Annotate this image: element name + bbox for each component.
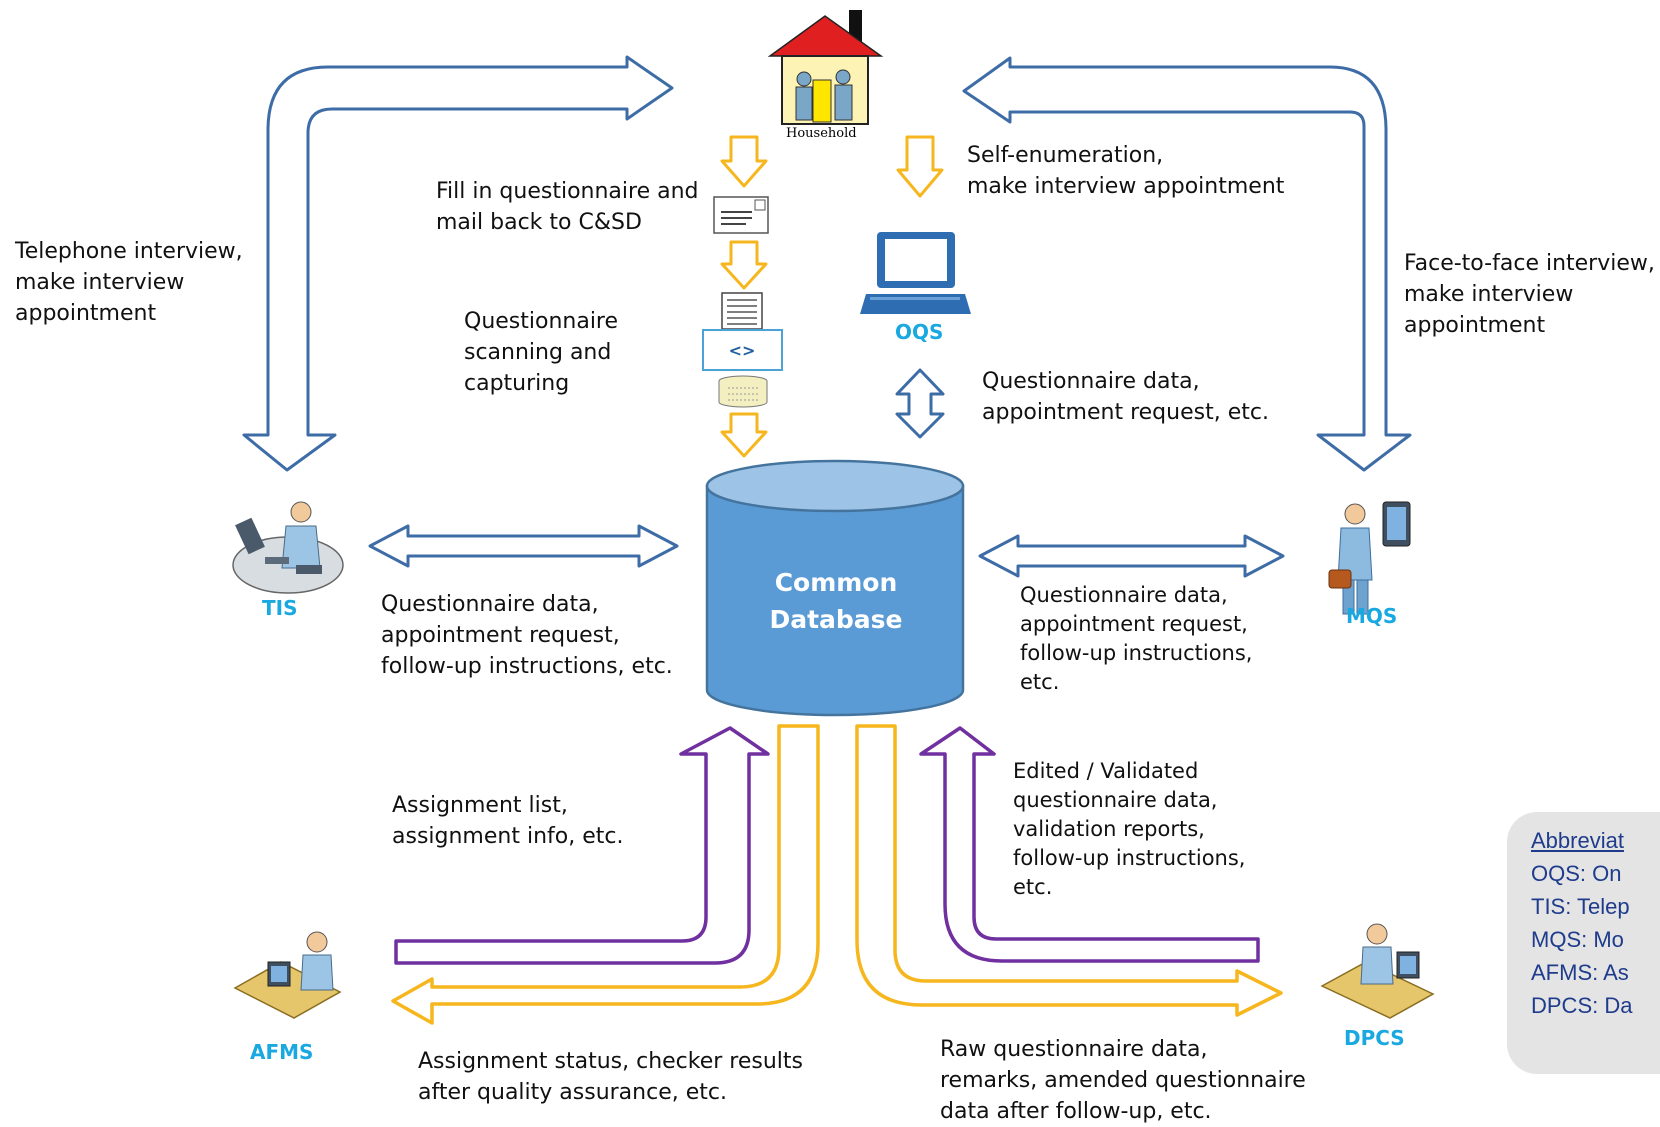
- afms-label: AFMS: [250, 1040, 314, 1064]
- self-enumeration-label: Self-enumeration, make interview appoint…: [967, 143, 1285, 199]
- mail-icon: [713, 196, 769, 234]
- database-title: Common Database: [769, 568, 903, 634]
- scanner-icon: <>: [702, 292, 783, 408]
- arrow-afms-to-database: [394, 726, 770, 965]
- edited-validated-label: Edited / Validated questionnaire data, v…: [1013, 759, 1246, 899]
- arrow-household-tis: [242, 55, 674, 472]
- abbreviation-dpcs: DPCS: Da: [1531, 993, 1633, 1018]
- arrow-mail-to-scan: [720, 240, 768, 290]
- tis-label: TIS: [262, 596, 298, 620]
- abbreviation-tis: TIS: Telep: [1531, 894, 1630, 919]
- afms-icon: [233, 931, 342, 1019]
- tis-data-label: Questionnaire data, appointment request,…: [381, 592, 673, 679]
- telephone-interview-label: Telephone interview, make interview appo…: [15, 239, 243, 326]
- assignment-status-label: Assignment status, checker results after…: [418, 1049, 804, 1105]
- household-label: Household: [786, 126, 857, 141]
- fill-in-questionnaire-label: Fill in questionnaire and mail back to C…: [436, 179, 699, 235]
- abbreviation-afms: AFMS: As: [1531, 960, 1629, 985]
- arrow-oqs-database: [895, 368, 945, 439]
- arrow-database-to-afms: [391, 724, 820, 1025]
- oqs-data-label: Questionnaire data, appointment request,…: [982, 369, 1269, 425]
- mqs-label: MQS: [1346, 604, 1398, 628]
- arrow-household-to-mail: [720, 135, 768, 188]
- svg-text:<>: <>: [729, 341, 756, 360]
- household-icon: [767, 10, 884, 125]
- arrow-database-to-dpcs: [855, 724, 1283, 1017]
- mqs-data-label: Questionnaire data, appointment request,…: [1020, 583, 1253, 694]
- dpcs-label: DPCS: [1344, 1026, 1405, 1050]
- arrow-dpcs-to-database: [919, 726, 1260, 963]
- abbreviation-oqs: OQS: On: [1531, 861, 1622, 886]
- assignment-list-label: Assignment list, assignment info, etc.: [392, 793, 624, 849]
- abbreviation-mqs: MQS: Mo: [1531, 927, 1624, 952]
- laptop-icon: [860, 232, 971, 314]
- arrow-household-mqs: [962, 56, 1412, 472]
- arrow-tis-database: [368, 524, 679, 568]
- face-to-face-interview-label: Face-to-face interview, make interview a…: [1404, 251, 1655, 338]
- arrow-household-to-oqs: [896, 135, 944, 198]
- arrow-mqs-database: [978, 534, 1285, 578]
- arrow-scan-to-database: [720, 412, 768, 458]
- common-database: [705, 459, 965, 717]
- raw-questionnaire-data-label: Raw questionnaire data, remarks, amended…: [940, 1037, 1306, 1124]
- dpcs-icon: [1320, 923, 1435, 1019]
- abbreviations-title: Abbreviat: [1531, 828, 1624, 853]
- abbreviations-box: Abbreviat OQS: On TIS: Telep MQS: Mo AFM…: [1507, 812, 1660, 1074]
- tis-icon: [232, 501, 344, 594]
- scanning-label: Questionnaire scanning and capturing: [464, 309, 619, 396]
- mqs-icon: [1328, 501, 1411, 615]
- oqs-label: OQS: [895, 320, 944, 344]
